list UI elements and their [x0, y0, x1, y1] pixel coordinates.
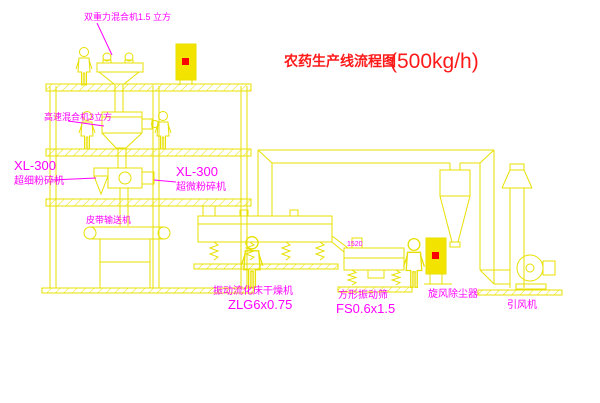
label-fan: 引风机: [507, 298, 537, 311]
label-dryer-name: 振动流化床干燥机: [213, 284, 293, 297]
label-crusher-right-model: XL-300: [176, 164, 218, 179]
vibrating-screen: [337, 237, 413, 293]
label-screen-model: FS0.6x1.5: [336, 301, 395, 316]
label-screen-name: 方形振动筛: [338, 288, 388, 301]
label-high-speed-mixer: 高速混合机3立方: [44, 111, 112, 122]
building-frame: [41, 83, 255, 294]
label-dimension: 1520: [347, 241, 363, 248]
label-crusher-left-name: 超细粉碎机: [14, 174, 64, 187]
exhaust-duct: [257, 149, 510, 285]
label-crusher-right-name: 超微粉碎机: [176, 180, 226, 193]
indicator-light-icon: [432, 252, 439, 259]
high-speed-mixer: [101, 111, 159, 168]
belt-conveyor: [83, 226, 171, 288]
exhaust-stack: [501, 163, 533, 288]
label-gravity-mixer: 双重力混合机1.5 立方: [84, 11, 171, 22]
labels: 双重力混合机1.5 立方 农药生产线流程图 (500kg/h) 高速混合机3立方…: [14, 11, 537, 316]
leader-lines: [51, 22, 177, 183]
gravity-mixer: [96, 52, 144, 112]
indicator-light-icon: [182, 58, 189, 65]
label-cyclone: 旋风除尘器: [428, 287, 478, 300]
induced-draft-fan: [477, 254, 563, 296]
label-belt-conveyor: 皮带输送机: [86, 214, 131, 225]
diagram-title-capacity: (500kg/h): [390, 50, 479, 73]
diagram-title: 农药生产线流程图: [283, 53, 396, 69]
label-dryer-model: ZLG6x0.75: [228, 297, 292, 312]
cyclone-separator: [439, 163, 471, 248]
indicator-lights: [182, 58, 439, 259]
drawing-linework: [41, 43, 563, 296]
label-crusher-left-model: XL-300: [14, 158, 56, 173]
crusher-mill: [93, 167, 155, 226]
fluid-bed-dryer: [193, 205, 349, 270]
